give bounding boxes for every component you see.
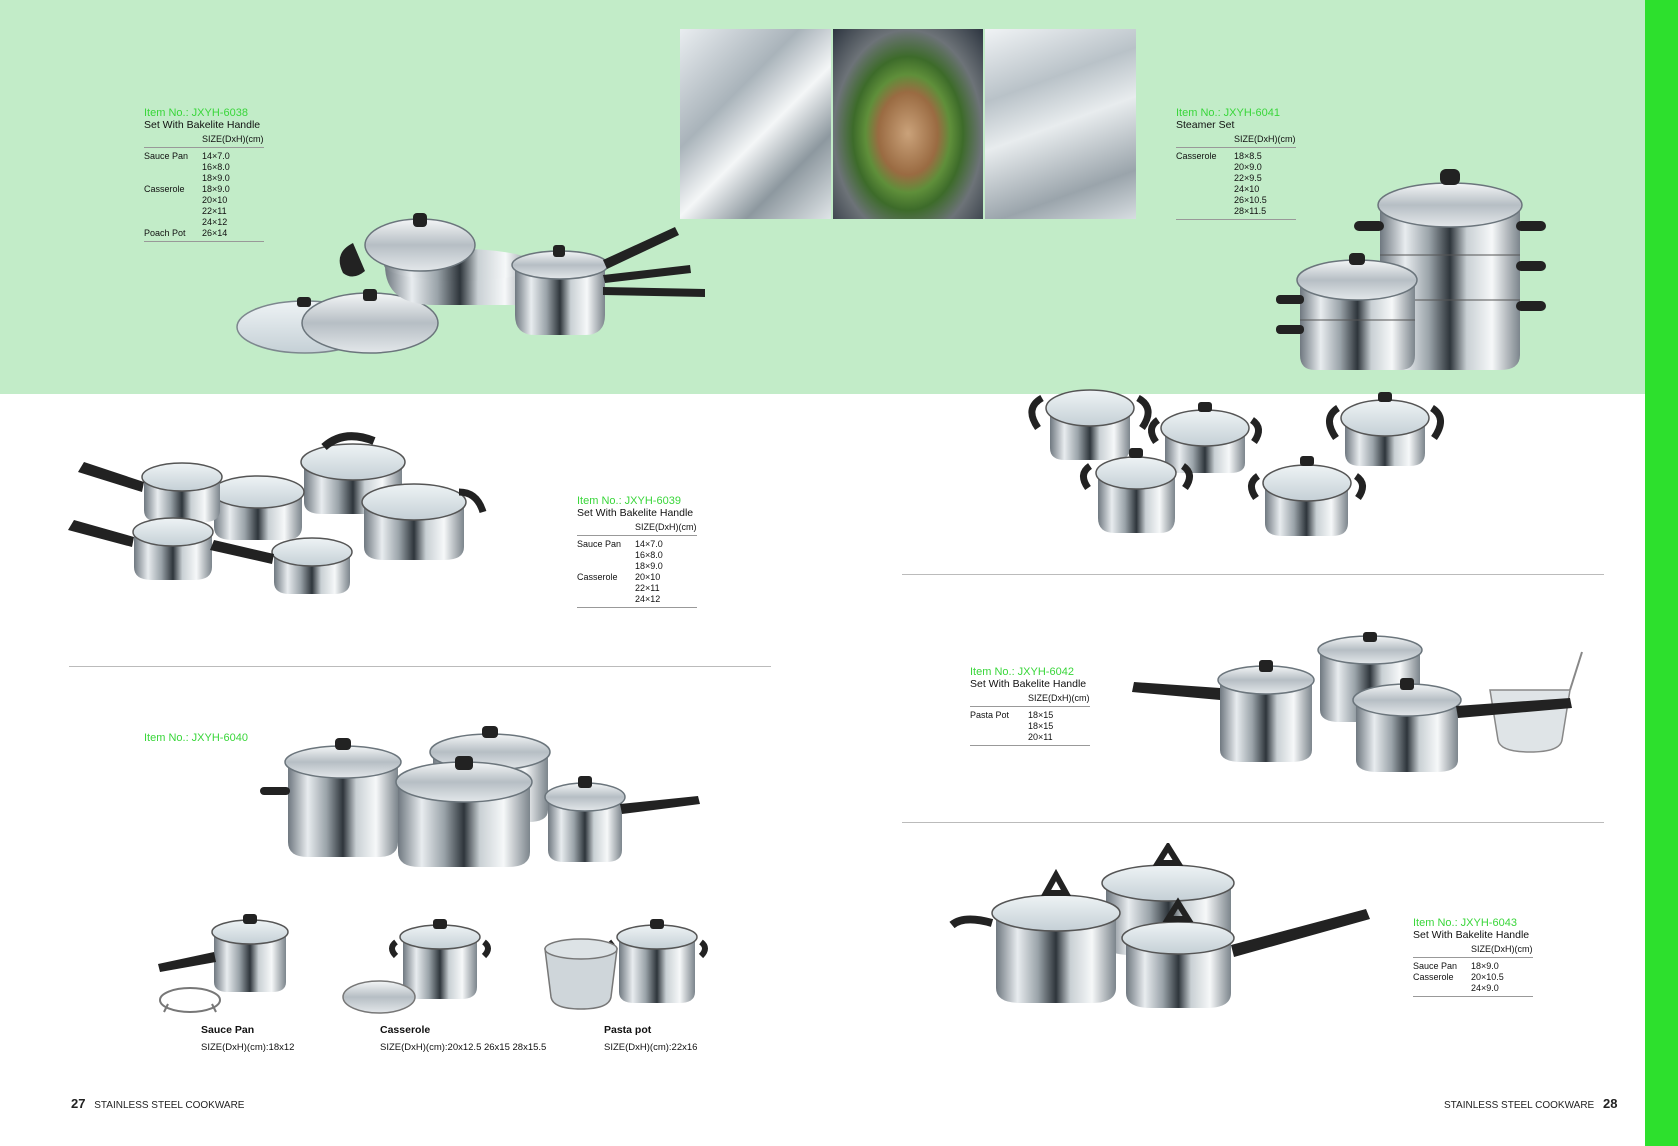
row-name: Poach Pot	[144, 228, 202, 242]
caption-size: SIZE(DxH)(cm):22x16	[604, 1042, 698, 1053]
product-6043-spec: Item No.: JXYH-6043 Set With Bakelite Ha…	[1413, 917, 1533, 997]
caption-pasta-pot: Pasta pot SIZE(DxH)(cm):22x16	[604, 1024, 697, 1053]
size-value: 24×9.0	[1471, 983, 1533, 997]
caption-size: SIZE(DxH)(cm):20x12.5 26x15 28x15.5	[380, 1042, 547, 1053]
size-value: 26×10.5	[1234, 195, 1267, 205]
row-name: Pasta Pot	[970, 710, 1010, 720]
footer-right: STAINLESS STEEL COOKWARE 28	[1444, 1096, 1617, 1111]
product-6040-label: Item No.: JXYH-6040	[144, 732, 248, 745]
size-value: 14×7.0	[202, 151, 230, 161]
product-6042-image	[1130, 630, 1585, 780]
footer-left-text: STAINLESS STEEL COOKWARE	[94, 1100, 245, 1111]
spec-table: SIZE(DxH)(cm) Sauce Pan 18×9.0 Casserole 2…	[1413, 944, 1533, 997]
footer-left: 27 STAINLESS STEEL COOKWARE	[71, 1096, 244, 1111]
row-name: Sauce Pan	[577, 539, 622, 549]
size-value: 18×9.0	[202, 173, 230, 183]
size-value: 24×10	[1234, 184, 1260, 194]
size-value: 14×7.0	[635, 539, 663, 549]
size-header: SIZE(DxH)(cm)	[1471, 944, 1533, 958]
size-value: 18×9.0	[1471, 961, 1499, 971]
row-name: Sauce Pan	[1413, 961, 1458, 971]
right-accent-bar	[1645, 0, 1678, 1146]
product-subtitle: Set With Bakelite Handle	[970, 677, 1087, 690]
row-name: Casserole	[1176, 151, 1217, 161]
product-6042-spec: Item No.: JXYH-6042 Set With Bakelite Ha…	[970, 666, 1090, 746]
item-number: Item No.: JXYH-6039	[577, 495, 681, 507]
product-subtitle: Set With Bakelite Handle	[577, 506, 694, 519]
caption-sauce-pan: Sauce Pan SIZE(DxH)(cm):18x12	[201, 1024, 294, 1053]
page-number-left: 27	[71, 1096, 86, 1111]
pasta-pot-image	[541, 917, 709, 1017]
product-6039-spec: Item No.: JXYH-6039 Set With Bakelite Ha…	[577, 495, 697, 608]
size-value: 18×9.0	[635, 561, 663, 571]
product-subtitle: Set With Bakelite Handle	[1413, 928, 1530, 941]
steamer-group-image	[1020, 378, 1460, 543]
hotpot-food-photo	[832, 29, 984, 219]
spec-table: SIZE(DxH)(cm) Sauce Pan 14×7.0 16×8.0 18×…	[577, 522, 697, 608]
size-value: 20×11	[1028, 732, 1090, 746]
footer-right-text: STAINLESS STEEL COOKWARE	[1444, 1100, 1595, 1111]
size-value: 22×11	[635, 583, 660, 593]
glass-lid-closeup-photo	[985, 29, 1137, 219]
size-value: 18×15	[1028, 710, 1054, 720]
product-subtitle: Steamer Set	[1176, 118, 1235, 131]
size-value: 18×9.0	[202, 184, 230, 194]
section-divider-right-1	[902, 574, 1604, 575]
page-number-right: 28	[1603, 1096, 1618, 1111]
size-header: SIZE(DxH)(cm)	[1234, 134, 1296, 148]
section-divider-left	[69, 666, 771, 667]
row-name: Casserole	[1413, 972, 1454, 982]
caption-size: SIZE(DxH)(cm):18x12	[201, 1042, 295, 1053]
lifestyle-photo-strip	[680, 29, 1137, 219]
size-value: 18×15	[1028, 721, 1054, 731]
caption-title: Sauce Pan	[201, 1024, 255, 1036]
size-value: 20×10.5	[1471, 972, 1504, 982]
size-value: 24×12	[202, 217, 228, 227]
product-6040-image	[258, 722, 704, 872]
size-value: 16×8.0	[202, 162, 230, 172]
size-value: 16×8.0	[635, 550, 663, 560]
size-value: 18×8.5	[1234, 151, 1262, 161]
row-name: Casserole	[144, 184, 185, 194]
sauce-pan-image	[154, 912, 302, 1018]
caption-title: Casserole	[380, 1024, 431, 1036]
product-6043-image	[946, 843, 1376, 1018]
size-value: 20×10	[202, 195, 228, 205]
product-6041-spec: Item No.: JXYH-6041 Steamer Set SIZE(DxH…	[1176, 107, 1296, 220]
product-6039-image	[64, 432, 514, 602]
size-header: SIZE(DxH)(cm)	[1028, 693, 1090, 707]
item-number: Item No.: JXYH-6040	[144, 732, 248, 744]
product-6041-image	[1270, 165, 1565, 375]
caption-title: Pasta pot	[604, 1024, 652, 1036]
cookware-closeup-photo	[680, 29, 831, 219]
size-header: SIZE(DxH)(cm)	[202, 134, 264, 148]
product-6038-spec: Item No.: JXYH-6038 Set With Bakelite Ha…	[144, 107, 264, 242]
item-number: Item No.: JXYH-6041	[1176, 107, 1280, 119]
spec-table: SIZE(DxH)(cm) Casserole 18×8.5 20×9.0 22×…	[1176, 134, 1296, 220]
size-value: 28×11.5	[1234, 206, 1296, 220]
item-number: Item No.: JXYH-6043	[1413, 917, 1517, 929]
size-value: 20×10	[635, 572, 661, 582]
casserole-image	[341, 917, 493, 1017]
item-number: Item No.: JXYH-6038	[144, 107, 248, 119]
row-name: Sauce Pan	[144, 151, 189, 161]
size-value: 22×11	[202, 206, 227, 216]
section-divider-right-2	[902, 822, 1604, 823]
spec-table: SIZE(DxH)(cm) Pasta Pot 18×15 18×15 20×11	[970, 693, 1090, 746]
size-value: 26×14	[202, 228, 264, 242]
item-number: Item No.: JXYH-6042	[970, 666, 1074, 678]
spec-table: SIZE(DxH)(cm) Sauce Pan 14×7.0 16×8.0 18×…	[144, 134, 264, 242]
product-6038-image	[235, 205, 715, 355]
size-header: SIZE(DxH)(cm)	[635, 522, 697, 536]
size-value: 24×12	[635, 594, 697, 608]
size-value: 20×9.0	[1234, 162, 1262, 172]
size-value: 22×9.5	[1234, 173, 1262, 183]
row-name: Casserole	[577, 572, 618, 582]
product-subtitle: Set With Bakelite Handle	[144, 118, 261, 131]
caption-casserole: Casserole SIZE(DxH)(cm):20x12.5 26x15 28…	[380, 1024, 546, 1053]
